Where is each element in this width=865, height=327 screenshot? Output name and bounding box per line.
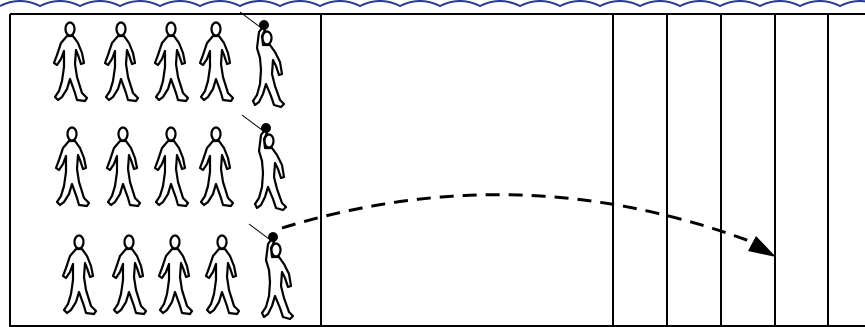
arrowhead-icon <box>748 236 776 257</box>
person-walking-icon <box>105 23 138 102</box>
person-throwing-icon <box>242 115 286 210</box>
person-walking-icon <box>155 23 188 102</box>
person-walking-icon <box>113 236 146 315</box>
top-border <box>0 1 865 6</box>
person-walking-icon <box>206 236 239 315</box>
person-walking-icon <box>107 128 140 207</box>
person-walking-icon <box>54 23 87 102</box>
person-walking-icon <box>56 128 89 207</box>
person-walking-icon <box>200 128 233 207</box>
person-walking-icon <box>155 128 188 207</box>
player-row-3 <box>63 224 293 319</box>
person-walking-icon <box>200 23 233 102</box>
field-frame <box>10 14 865 327</box>
person-walking-icon <box>63 236 96 315</box>
target-lanes <box>613 14 828 327</box>
person-walking-icon <box>159 236 192 315</box>
throw-trajectory <box>282 195 752 242</box>
person-throwing-icon <box>249 224 293 319</box>
player-row-1 <box>54 12 284 107</box>
player-row-2 <box>56 115 286 210</box>
person-throwing-icon <box>240 12 284 107</box>
